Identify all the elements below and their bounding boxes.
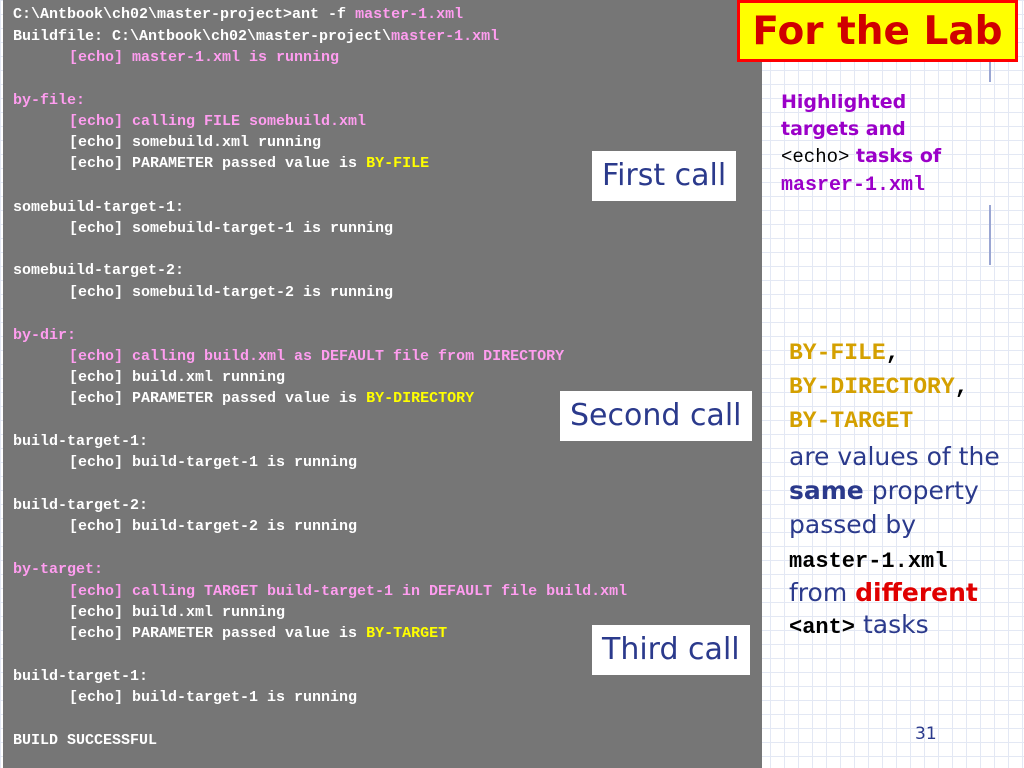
lab-title: For the Lab (737, 0, 1018, 62)
console-line: BUILD SUCCESSFUL (13, 732, 158, 749)
console-line: by-file: (13, 92, 86, 109)
console-line: build-target-1: (13, 668, 149, 685)
divider (989, 205, 991, 265)
first-call-callout: First call (592, 151, 737, 201)
console-line: build-target-2: (13, 497, 149, 514)
divider (989, 62, 991, 82)
console-line: C:\Antbook\ch02\master-project>ant -f ma… (13, 6, 464, 23)
console-line: [echo] build-target-1 is running (69, 689, 358, 706)
console-line: somebuild-target-1: (13, 199, 185, 216)
values-description: <ant> tasks (789, 610, 929, 640)
console-line: somebuild-target-2: (13, 262, 185, 279)
console-line: [echo] somebuild.xml running (69, 134, 322, 151)
values-description: same property (789, 476, 979, 505)
console-line: [echo] PARAMETER passed value is BY-FILE (69, 155, 430, 172)
console-line: [echo] build-target-1 is running (69, 454, 358, 471)
highlight-note-filename: masrer-1.xml (781, 174, 926, 197)
values-description: are values of the (789, 442, 1000, 471)
console-line: [echo] somebuild-target-2 is running (69, 284, 394, 301)
console-line: [echo] PARAMETER passed value is BY-TARG… (69, 625, 448, 642)
console-line: [echo] PARAMETER passed value is BY-DIRE… (69, 390, 475, 407)
value-by-target: BY-TARGET (789, 408, 914, 434)
console-line: by-dir: (13, 327, 77, 344)
third-call-callout: Third call (592, 625, 750, 675)
console-line: by-target: (13, 561, 104, 578)
highlight-note-line: <echo> tasks of (781, 145, 942, 168)
console-line: [echo] build.xml running (69, 369, 286, 386)
values-description: from different (789, 578, 978, 607)
highlight-note-line: Highlighted (781, 91, 907, 113)
console-line: build-target-1: (13, 433, 149, 450)
console-line: [echo] calling TARGET build-target-1 in … (69, 583, 628, 600)
console-line: [echo] calling build.xml as DEFAULT file… (69, 348, 565, 365)
console-line: [echo] somebuild-target-1 is running (69, 220, 394, 237)
values-description: passed by (789, 510, 917, 539)
second-call-callout: Second call (560, 391, 752, 441)
console-line: [echo] master-1.xml is running (69, 49, 340, 66)
value-by-directory: BY-DIRECTORY, (789, 374, 969, 400)
console-line: [echo] calling FILE somebuild.xml (69, 113, 367, 130)
values-description: master-1.xml (789, 549, 948, 574)
highlight-note-line: targets and (781, 118, 906, 140)
value-by-file: BY-FILE, (789, 340, 900, 366)
console-line: Buildfile: C:\Antbook\ch02\master-projec… (13, 28, 500, 45)
console-line: [echo] build.xml running (69, 604, 286, 621)
page-number: 31 (915, 724, 937, 744)
console-line: [echo] build-target-2 is running (69, 518, 358, 535)
console-output: C:\Antbook\ch02\master-project>ant -f ma… (3, 0, 762, 768)
